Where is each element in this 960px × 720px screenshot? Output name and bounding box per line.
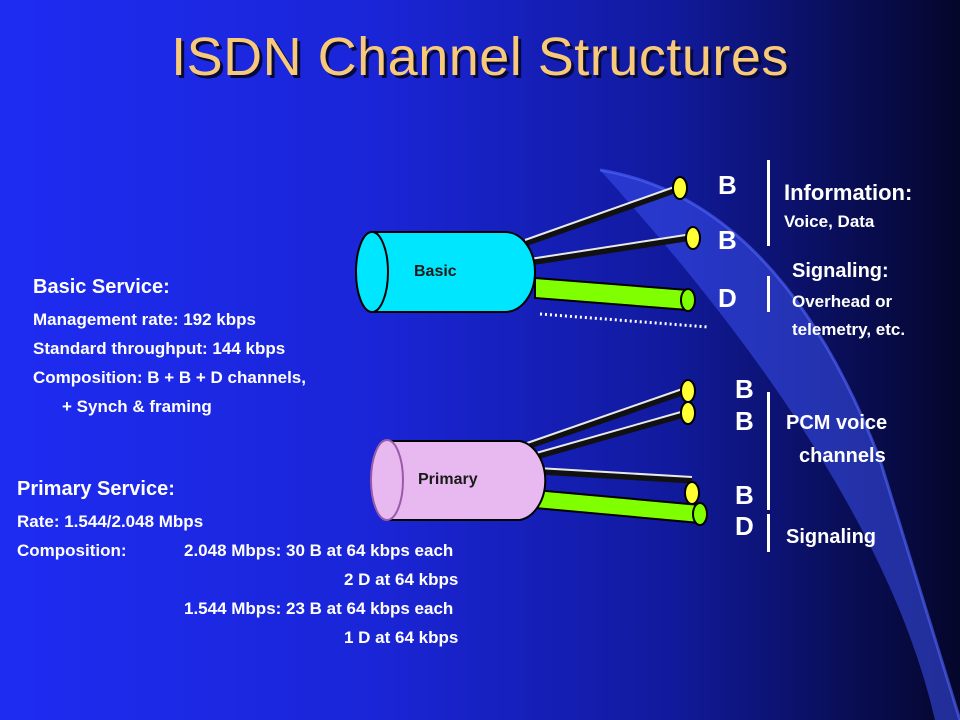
primary-cable-b3-hi: [519, 466, 693, 478]
primary-b1-end: [680, 379, 696, 403]
basic-b2-end: [685, 226, 701, 250]
basic-cylinder-group: [355, 176, 709, 329]
primary-signaling-label: Signaling: [786, 526, 876, 548]
primary-service-2048-line2: 2 D at 64 kbps: [344, 570, 459, 589]
decorative-swoosh-edge: [599, 168, 960, 720]
primary-d-end: [692, 502, 708, 526]
primary-cable-b1-hi: [509, 386, 689, 450]
basic-channel-d: D: [718, 283, 737, 313]
basic-channel-b1: B: [718, 170, 737, 200]
primary-b3-end: [684, 481, 700, 505]
basic-service-heading: Basic Service:: [33, 276, 170, 298]
primary-cylinder-label: Primary: [418, 471, 478, 488]
pcm-bracket: [767, 392, 770, 510]
primary-cylinder-front: [370, 439, 404, 521]
basic-cable-b2: [529, 233, 693, 266]
primary-cable-b1: [508, 386, 690, 456]
basic-cable-b2-hi: [529, 233, 693, 260]
primary-cable-b3: [519, 466, 693, 484]
pcm-line2: channels: [799, 445, 886, 467]
basic-d-end: [680, 288, 696, 312]
basic-cable-d: [534, 276, 689, 312]
primary-cable-d: [534, 488, 701, 525]
basic-service-line: + Synch & framing: [62, 397, 212, 416]
basic-cylinder-label: Basic: [414, 263, 457, 280]
pcm-line1: PCM voice: [786, 412, 888, 434]
signaling-line2: telemetry, etc.: [792, 320, 906, 339]
basic-cylinder-front: [355, 231, 389, 313]
decorative-swoosh: [600, 170, 960, 720]
primary-signaling-bracket: [767, 514, 770, 552]
primary-service-composition-label: Composition:: [17, 541, 127, 560]
basic-cable-b1: [523, 184, 682, 247]
basic-cylinder-body: [371, 231, 536, 313]
primary-service-1544-line2: 1 D at 64 kbps: [344, 628, 459, 647]
primary-cable-b2: [514, 409, 689, 466]
basic-channel-b2: B: [718, 225, 737, 255]
primary-b2-end: [680, 401, 696, 425]
primary-channel-b3: B: [735, 480, 754, 510]
basic-b1-end: [672, 176, 688, 200]
information-bracket: [767, 160, 770, 246]
signaling-line1: Overhead or: [792, 292, 893, 311]
signaling-bracket: [767, 276, 770, 312]
primary-channel-b2: B: [735, 406, 754, 436]
primary-cable-b2-hi: [514, 409, 689, 460]
basic-dotted-line: [539, 312, 709, 329]
primary-service-rate: Rate: 1.544/2.048 Mbps: [17, 512, 204, 531]
primary-channel-b1: B: [735, 374, 754, 404]
basic-cable-b1-hi: [524, 184, 681, 241]
primary-cylinder-group: [370, 379, 708, 526]
page-title: ISDN Channel Structures: [171, 27, 789, 87]
primary-service-heading: Primary Service:: [17, 478, 175, 500]
primary-cylinder-body: [386, 440, 547, 521]
primary-service-1544-line1: 1.544 Mbps: 23 B at 64 kbps each: [184, 599, 454, 618]
primary-channel-d: D: [735, 511, 754, 541]
information-title: Information:: [784, 180, 913, 205]
basic-service-line: Management rate: 192 kbps: [33, 310, 256, 329]
basic-service-line: Standard throughput: 144 kbps: [33, 339, 286, 358]
signaling-title: Signaling:: [792, 260, 889, 282]
primary-service-2048-line1: 2.048 Mbps: 30 B at 64 kbps each: [184, 541, 454, 560]
basic-service-line: Composition: B + B + D channels,: [33, 368, 306, 387]
information-detail: Voice, Data: [784, 212, 875, 231]
